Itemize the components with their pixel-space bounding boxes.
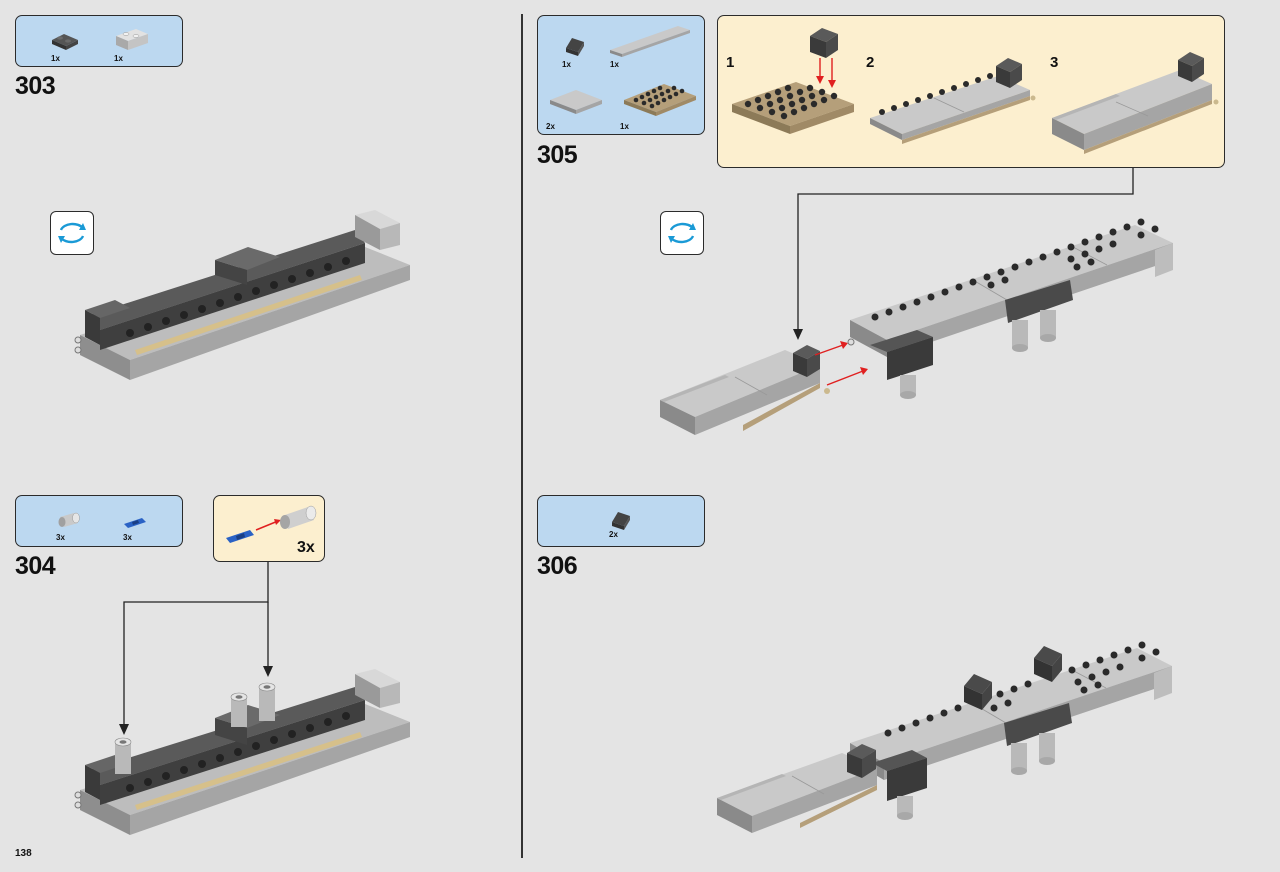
part-qty: 1x: [562, 60, 571, 69]
dark-grey-slope-icon: [566, 38, 584, 56]
step-number-305: 305: [537, 141, 578, 169]
red-arrow-icon: [255, 519, 281, 531]
subassembly-304: 3x: [213, 495, 325, 562]
parts-list-306: 2x: [537, 495, 705, 547]
part-qty: 1x: [610, 60, 619, 69]
subassembly-305: 1 2 3: [717, 15, 1225, 168]
step-number-303: 303: [15, 72, 56, 100]
light-grey-cylinder-icon: [280, 505, 317, 529]
tan-plate-icon: [624, 84, 696, 116]
part-qty: 3x: [123, 533, 132, 542]
substep-number: 2: [866, 54, 875, 71]
model-306: [717, 641, 1172, 833]
model-304: [74, 669, 410, 835]
light-grey-square-tile-icon: [550, 90, 602, 114]
part-qty: 2x: [546, 122, 555, 131]
blue-pin-icon: [124, 518, 146, 528]
subassembly-qty: 3x: [297, 539, 315, 556]
dark-grey-slope-icon: [612, 512, 630, 530]
dark-grey-plate-icon: [52, 34, 78, 50]
substep-3-model: [1052, 52, 1219, 154]
rotate-model-button[interactable]: [660, 211, 704, 255]
rotate-model-button[interactable]: [50, 211, 94, 255]
part-qty: 1x: [620, 122, 629, 131]
part-qty: 1x: [114, 54, 123, 63]
rotate-icon: [668, 222, 696, 244]
part-qty: 1x: [51, 54, 60, 63]
step-number-304: 304: [15, 552, 56, 580]
part-qty: 2x: [609, 530, 618, 539]
part-qty: 3x: [56, 533, 65, 542]
light-grey-tile-icon: [610, 26, 690, 57]
parts-list-304: 3x 3x: [15, 495, 183, 547]
blue-pin-icon: [226, 530, 254, 543]
model-305: [660, 218, 1173, 435]
substep-number: 1: [726, 54, 735, 71]
parts-list-305: 1x 1x 2x 1x: [537, 15, 705, 135]
page-number: 138: [15, 848, 32, 859]
model-303: [74, 210, 410, 380]
light-grey-brick-icon: [116, 29, 148, 50]
rotate-icon: [58, 222, 86, 244]
page-divider: [521, 14, 523, 858]
light-grey-cylinder-icon: [58, 512, 80, 527]
substep-2-model: [870, 58, 1036, 144]
step-number-306: 306: [537, 552, 578, 580]
substep-number: 3: [1050, 54, 1059, 71]
substep-1-model: [732, 28, 854, 134]
parts-list-303: 1x 1x: [15, 15, 183, 67]
